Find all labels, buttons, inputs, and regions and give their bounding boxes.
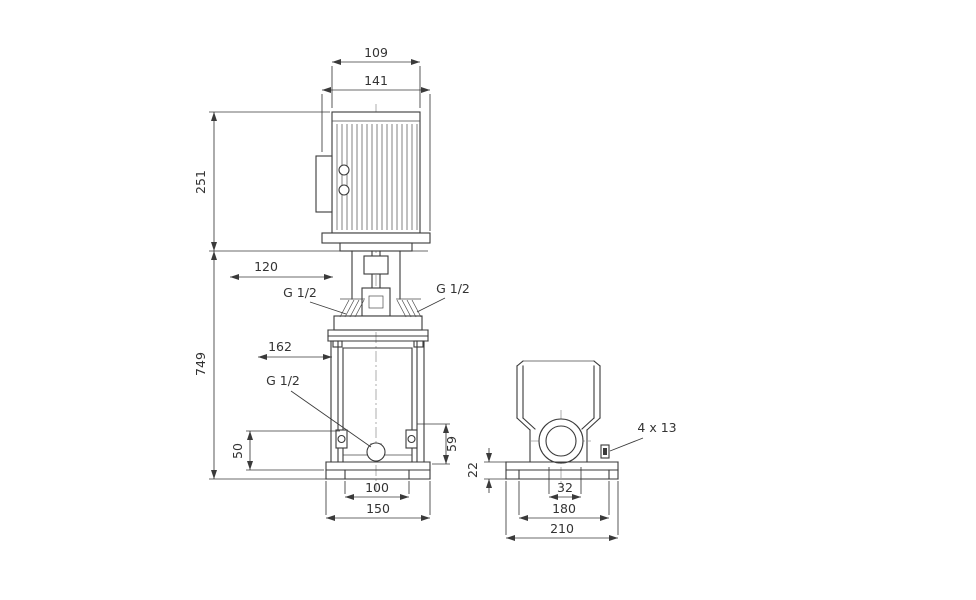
label-drain-port: G 1/2 [266,373,372,448]
side-view: 22 4 x 13 32 180 210 [465,360,677,541]
dim-32-label: 32 [557,480,573,495]
dim-109: 109 [331,45,421,108]
dim-150-label: 150 [366,501,390,516]
dim-749: 749 [193,251,326,480]
label-port-right: G 1/2 [416,281,470,313]
base-side [505,444,619,480]
dim-59: 59 [417,423,459,465]
mounting-holes-label: 4 x 13 [637,420,676,435]
side-body [516,360,601,464]
port-right-threads [396,298,422,318]
pump-head [327,298,429,348]
shaft-seal-housing [361,287,391,317]
dim-749-label: 749 [193,352,208,376]
base-front [325,461,431,480]
dim-100-label: 100 [365,480,389,495]
dim-180: 180 [518,481,610,521]
dim-100: 100 [344,480,410,500]
dim-22-label: 22 [465,462,480,478]
label-port-left: G 1/2 [283,285,347,315]
port-right-label: G 1/2 [436,281,470,296]
motor-end-shield [321,232,431,244]
dim-162: 162 [258,339,332,360]
dim-120: 120 [230,259,333,280]
dim-32: 32 [548,467,582,500]
cable-entry-hole [338,184,350,196]
motor [315,111,431,252]
dim-59-label: 59 [444,436,459,452]
dim-4x13: 4 x 13 [609,420,677,452]
dim-210: 210 [505,481,619,541]
pump-sleeve [330,340,425,463]
cable-entry-hole [338,164,350,176]
coupling-section [351,250,401,317]
drain-port-label: G 1/2 [266,373,300,388]
port-left-threads [339,298,365,318]
motor-adapter [339,242,413,252]
dim-150: 150 [325,481,431,521]
dim-251: 251 [193,111,428,252]
dim-251-label: 251 [193,170,208,194]
dim-180-label: 180 [552,501,576,516]
dim-210-label: 210 [550,521,574,536]
coupling [363,255,389,275]
dim-50: 50 [230,430,340,471]
dim-109-label: 109 [364,45,388,60]
drain-port-circle [366,442,386,462]
dim-22: 22 [465,448,506,493]
head-flange [327,329,429,348]
dim-141: 141 [321,73,431,231]
dim-162-label: 162 [268,339,292,354]
terminal-box [315,155,333,213]
dim-120-label: 120 [254,259,278,274]
motor-fins [336,124,418,230]
side-port-bore [545,425,577,457]
dim-50-label: 50 [230,443,245,459]
front-view: 109 141 251 120 162 749 [193,45,470,521]
dim-141-label: 141 [364,73,388,88]
port-left-label: G 1/2 [283,285,317,300]
